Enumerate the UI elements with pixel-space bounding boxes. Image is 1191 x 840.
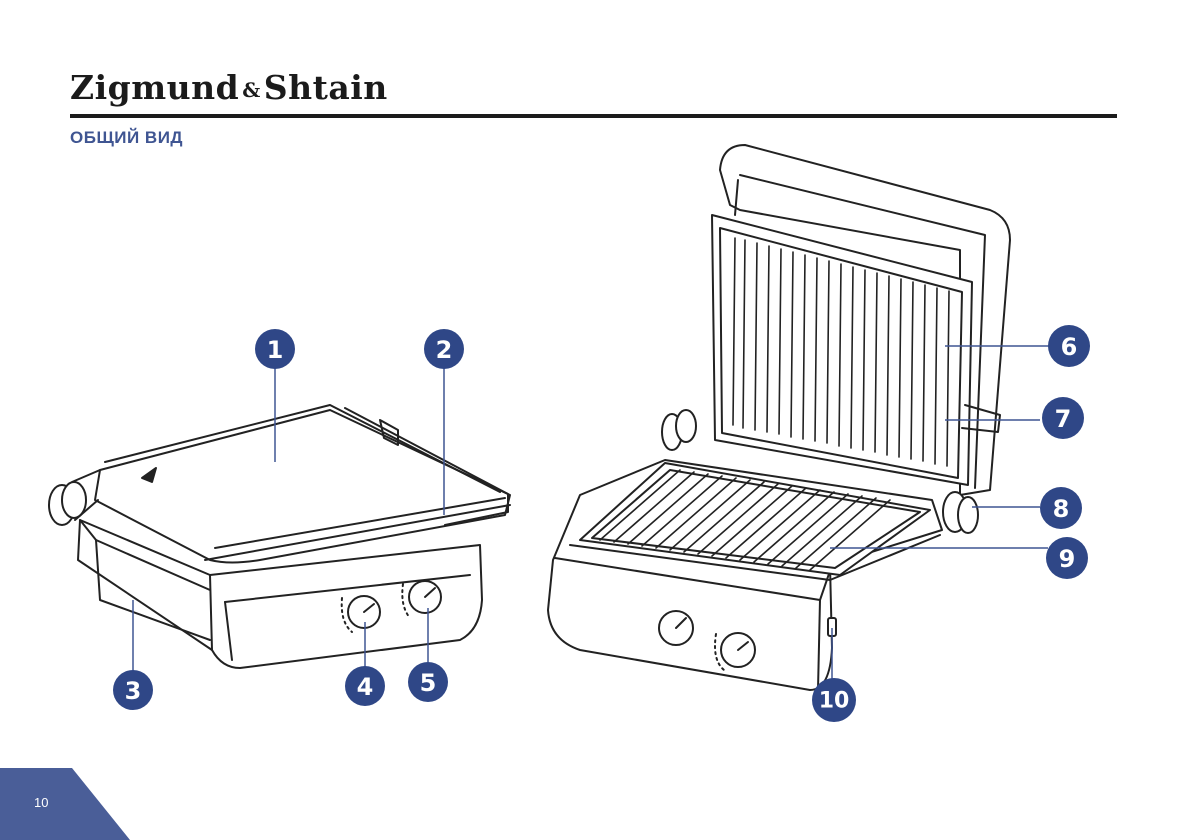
- callout-3-number: 3: [125, 677, 142, 705]
- callout-10: 10: [812, 678, 856, 722]
- page-number: 10: [34, 795, 48, 810]
- callout-10-number: 10: [819, 689, 850, 714]
- callout-7: 7: [1042, 397, 1084, 439]
- callout-9: 9: [1046, 537, 1088, 579]
- callout-2: 2: [424, 329, 464, 369]
- callout-5: 5: [408, 662, 448, 702]
- callout-2-number: 2: [436, 336, 453, 364]
- open-grill-drawing: [548, 145, 1010, 690]
- callout-3: 3: [113, 670, 153, 710]
- callout-6-number: 6: [1061, 333, 1078, 361]
- callout-7-number: 7: [1055, 405, 1072, 433]
- callout-8-number: 8: [1053, 495, 1070, 523]
- callout-6: 6: [1048, 325, 1090, 367]
- callout-8: 8: [1040, 487, 1082, 529]
- callout-9-number: 9: [1059, 545, 1076, 573]
- page-tab: [0, 768, 130, 840]
- callout-1-number: 1: [267, 336, 284, 364]
- callout-5-number: 5: [420, 669, 437, 697]
- callout-1: 1: [255, 329, 295, 369]
- closed-grill-drawing: [49, 405, 510, 668]
- callout-4: 4: [345, 666, 385, 706]
- callout-4-number: 4: [357, 673, 374, 701]
